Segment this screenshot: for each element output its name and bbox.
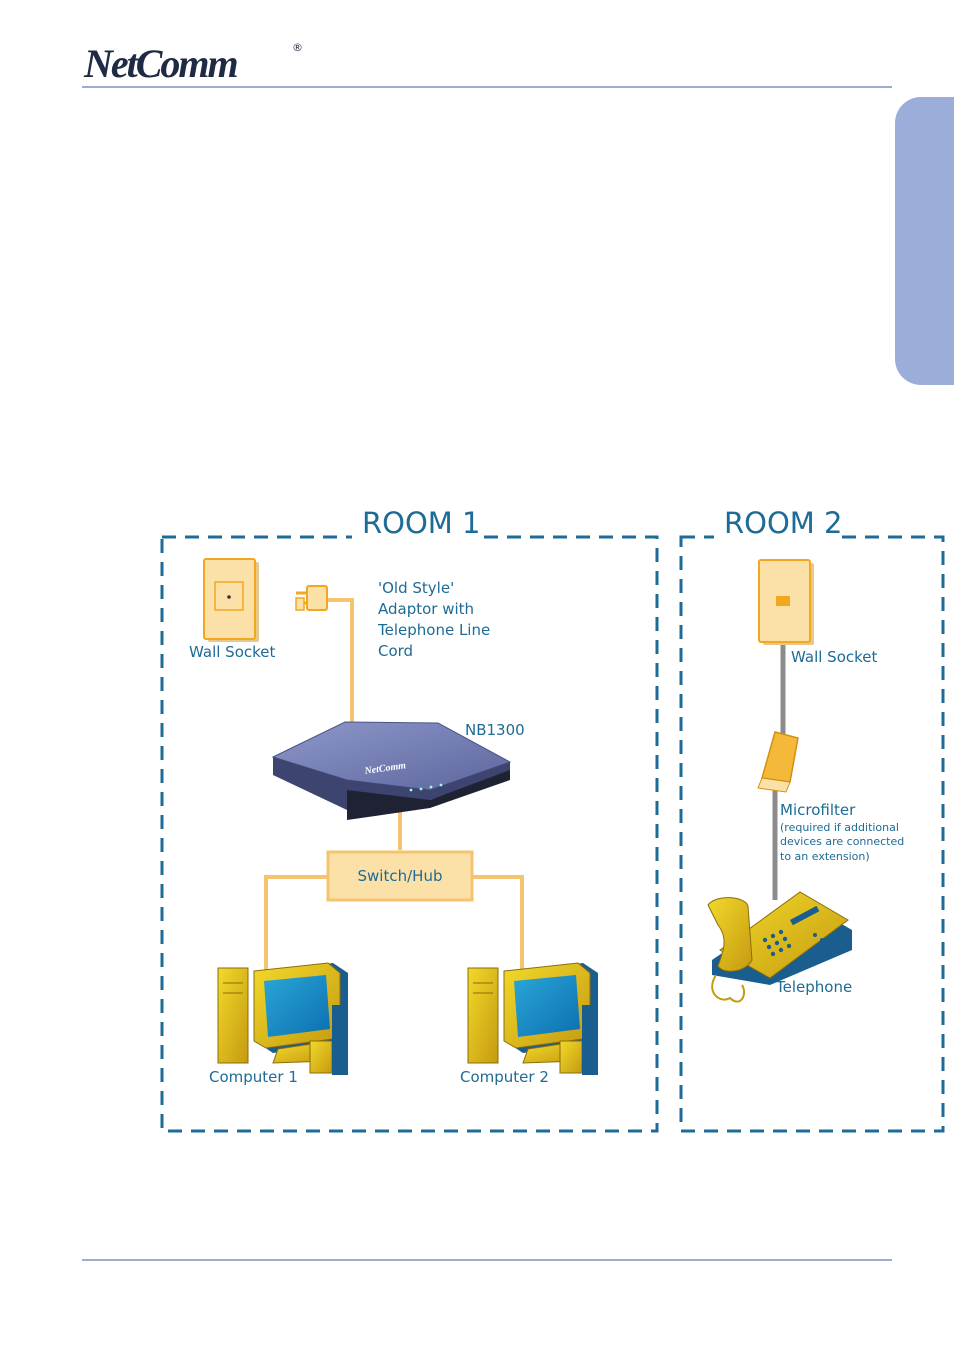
- adaptor-label-line: 'Old Style': [378, 579, 454, 597]
- room1-border: [160, 535, 659, 1133]
- adaptor-label: 'Old Style' Adaptor with Telephone Line …: [377, 579, 490, 660]
- switch-hub-label: Switch/Hub: [358, 867, 443, 885]
- room1-title: ROOM 1: [362, 506, 481, 540]
- computer1-label: Computer 1: [209, 1068, 298, 1086]
- room2-title: ROOM 2: [724, 506, 843, 540]
- side-tab: [895, 97, 954, 385]
- router-label: NB1300: [465, 721, 525, 739]
- telephone-label: Telephone: [775, 978, 852, 996]
- microfilter-label: Microfilter: [780, 801, 856, 819]
- microfilter-note-line: (required if additional: [780, 821, 899, 834]
- header-rule: [82, 86, 892, 88]
- room1-wall-socket-icon: [203, 558, 259, 642]
- computer1-icon: [217, 962, 348, 1075]
- adaptor-label-line: Adaptor with: [378, 600, 474, 618]
- adaptor-label-line: Cord: [378, 642, 413, 660]
- microfilter-note-line: to an extension): [780, 850, 870, 863]
- footer-rule: [82, 1259, 892, 1261]
- netcomm-logo: NetComm ®: [80, 28, 320, 88]
- room1-cables: [264, 598, 524, 970]
- computer2-icon: [467, 962, 598, 1075]
- room2-wall-socket-label: Wall Socket: [791, 648, 877, 666]
- logo-registered-mark: ®: [292, 41, 303, 54]
- nb1300-router-icon: NetComm: [271, 721, 512, 820]
- telephone-icon: [707, 891, 852, 1003]
- microfilter-icon: [757, 731, 799, 793]
- microfilter-note: (required if additional devices are conn…: [780, 821, 904, 863]
- old-style-adaptor-icon: [295, 585, 328, 611]
- adaptor-label-line: Telephone Line: [377, 621, 490, 639]
- room2-border: [679, 535, 945, 1133]
- computer2-label: Computer 2: [460, 1068, 549, 1086]
- logo-text: NetComm: [84, 41, 239, 86]
- switch-hub-box: Switch/Hub: [326, 850, 474, 902]
- room2-wall-socket-icon: [758, 559, 814, 645]
- room1-wall-socket-label: Wall Socket: [189, 643, 275, 661]
- microfilter-note-line: devices are connected: [780, 835, 904, 848]
